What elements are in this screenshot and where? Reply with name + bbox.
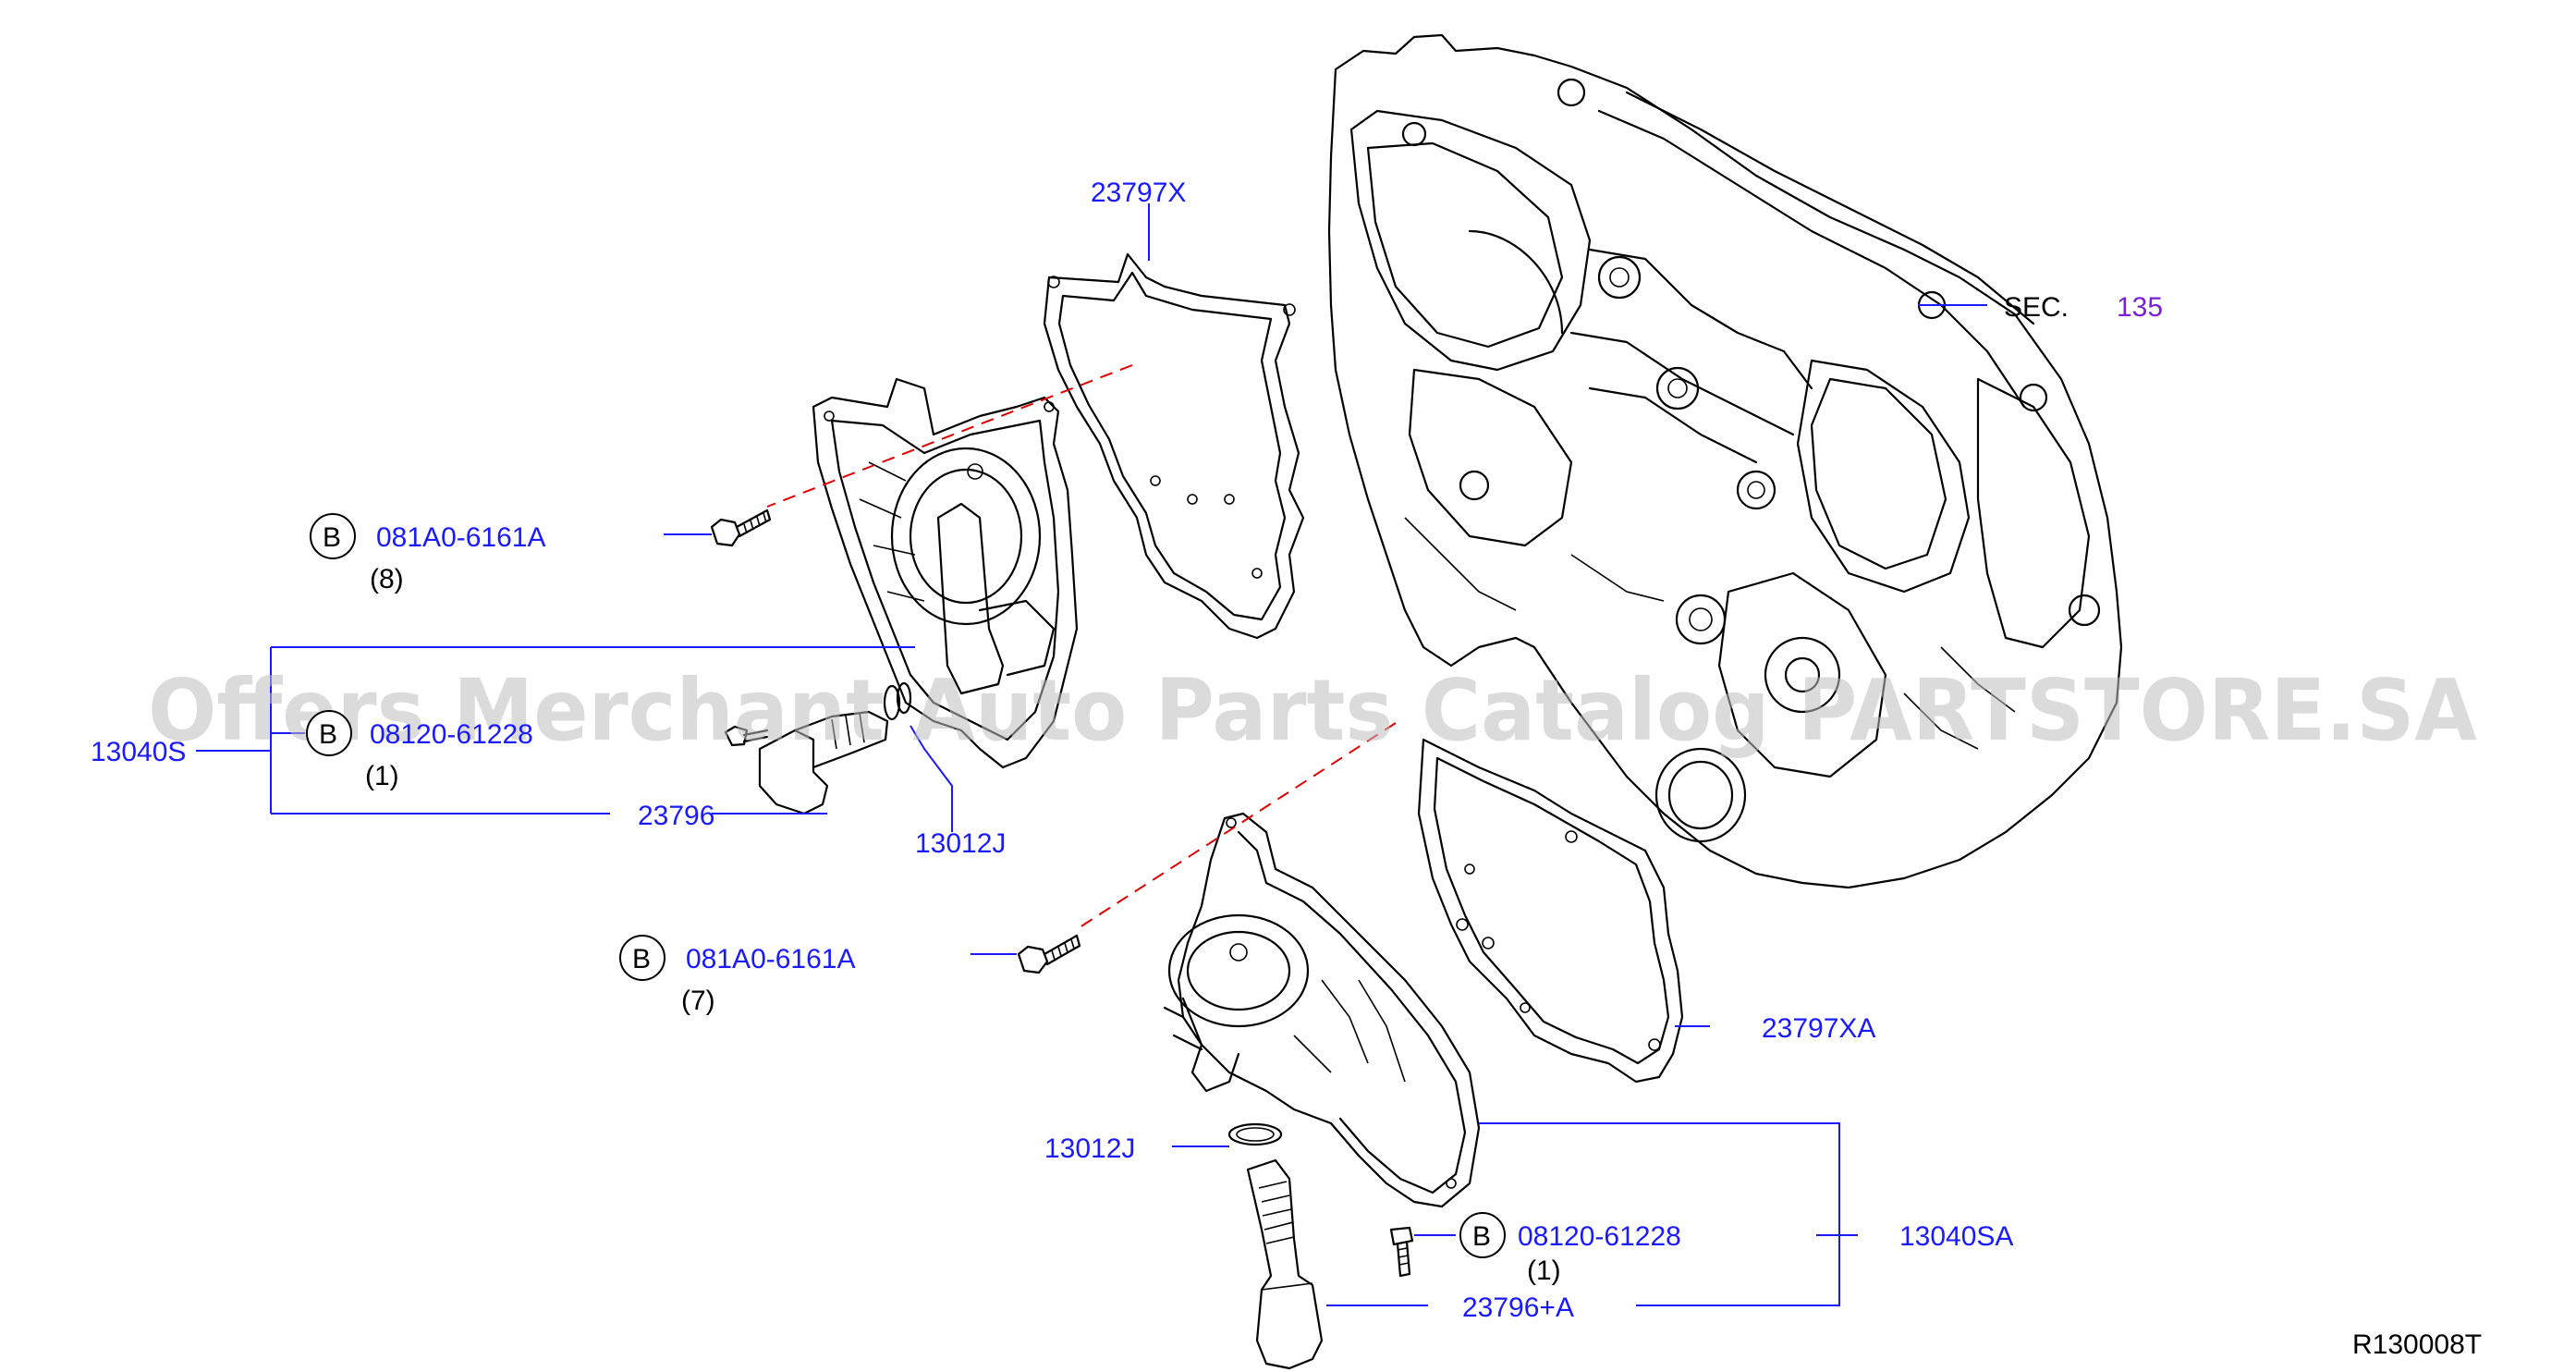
section-prefix-label: SEC. [2004, 292, 2069, 323]
lower-short-bolt-illustration [1389, 1226, 1414, 1278]
bolt-upper-part-label[interactable]: 081A0-6161A [376, 522, 546, 553]
bolt-small-upper-marker-circle [306, 710, 352, 756]
bolt-small-lower-marker-circle [1459, 1212, 1506, 1258]
bolt-small-upper-qty: (1) [365, 761, 399, 791]
upper-gasket-illustration [1043, 252, 1305, 640]
bolt-upper-qty: (8) [370, 564, 404, 594]
sensor-upper-label[interactable]: 23796 [638, 801, 714, 831]
sensor-lower-label[interactable]: 23796+A [1462, 1292, 1574, 1323]
bolt-lower-part-label[interactable]: 081A0-6161A [686, 944, 856, 974]
bolt-upper-marker-circle [310, 513, 356, 559]
bolt-small-lower-part-label[interactable]: 08120-61228 [1518, 1221, 1681, 1252]
lower-gasket-illustration [1417, 738, 1684, 1084]
upper-sensor-illustration [724, 681, 912, 815]
upper-long-bolt-illustration [710, 508, 772, 547]
bolt-small-upper-marker: B [319, 719, 337, 750]
oring-lower-label[interactable]: 13012J [1044, 1133, 1135, 1164]
assembly-lower-label[interactable]: 13040SA [1899, 1221, 2013, 1252]
diagram-code: R130008T [2352, 1329, 2482, 1360]
watermark: Offers Merchant Auto Parts Catalog PARTS… [148, 661, 2477, 760]
bolt-small-upper-part-label[interactable]: 08120-61228 [370, 719, 533, 750]
lower-cover-illustration [1163, 812, 1481, 1208]
section-number-link[interactable]: 135 [2117, 292, 2163, 323]
gasket-upper-label[interactable]: 23797X [1091, 178, 1186, 208]
bolt-lower-marker-circle [619, 935, 665, 981]
bolt-small-lower-qty: (1) [1527, 1256, 1561, 1286]
bolt-upper-marker: B [323, 522, 341, 553]
assembly-upper-label[interactable]: 13040S [91, 737, 186, 767]
bolt-lower-marker: B [632, 944, 651, 974]
upper-cover-illustration [812, 377, 1079, 769]
gasket-lower-label[interactable]: 23797XA [1762, 1013, 1875, 1044]
bolt-small-lower-marker: B [1472, 1221, 1491, 1252]
lower-oring-illustration [1227, 1122, 1283, 1146]
bolt-lower-qty: (7) [681, 986, 715, 1016]
lower-long-bolt-illustration [1017, 934, 1081, 974]
oring-upper-label[interactable]: 13012J [915, 828, 1006, 859]
leader-lines [196, 203, 1987, 1306]
lower-sensor-illustration [1246, 1158, 1324, 1370]
upper-alignment-line [766, 364, 1133, 508]
front-cover-illustration [1327, 33, 2123, 889]
